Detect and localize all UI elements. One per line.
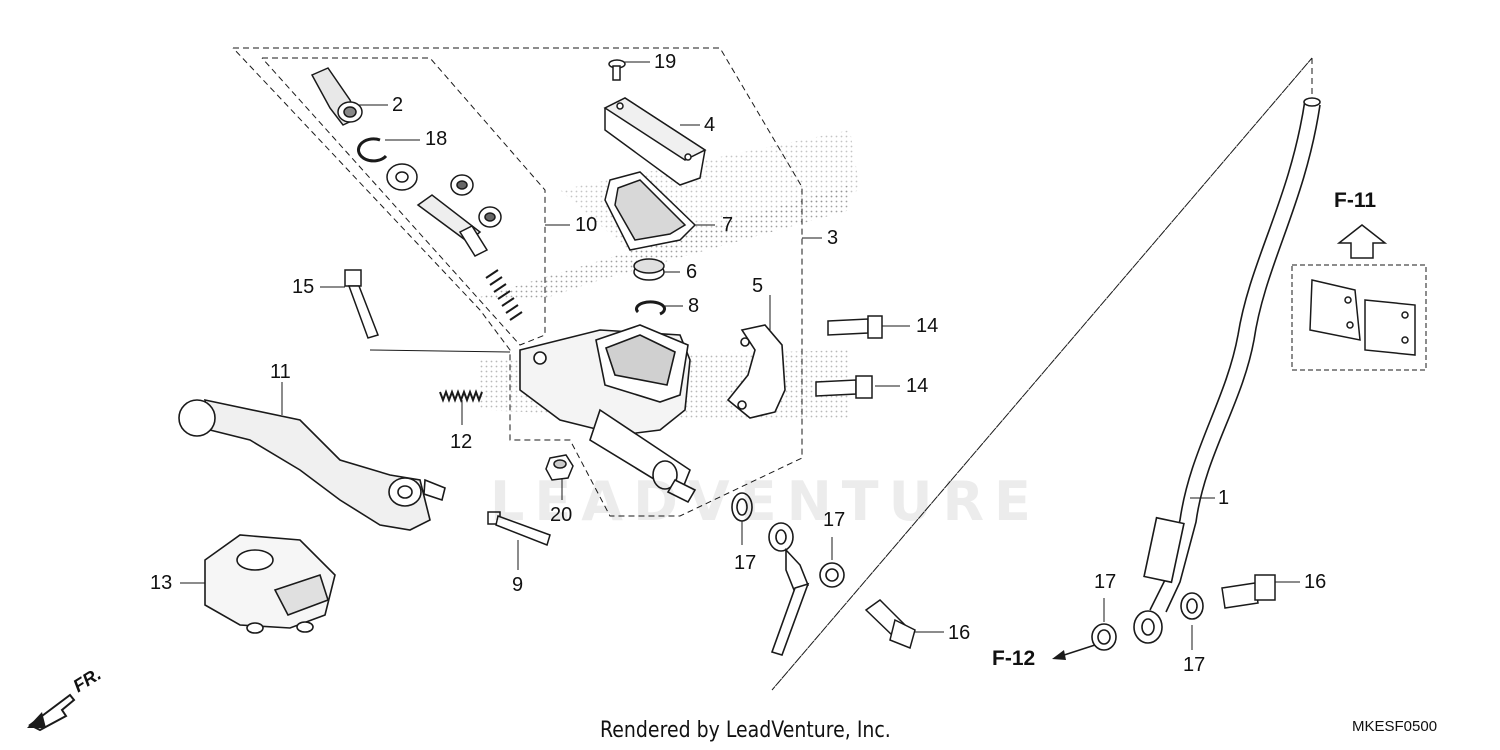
part-9-pivot-bolt[interactable]	[487, 511, 551, 546]
part-16-bolt[interactable]	[1221, 574, 1276, 609]
callout-19[interactable]: 19	[654, 51, 677, 73]
callout-5[interactable]: 5	[752, 275, 764, 297]
callout-7[interactable]: 7	[722, 214, 734, 236]
callout-20[interactable]: 20	[550, 504, 573, 526]
ref-f12[interactable]: F-12	[992, 647, 1036, 670]
part-12-spring[interactable]	[439, 389, 483, 403]
footer-credit: Rendered by LeadVenture, Inc.	[600, 718, 891, 743]
ref-f11[interactable]: F-11	[1334, 189, 1377, 212]
group-f11-box	[1291, 264, 1427, 371]
part-8-circlip[interactable]	[635, 300, 666, 316]
callout-18[interactable]: 18	[425, 128, 448, 150]
callout-15[interactable]: 15	[292, 276, 315, 298]
part-17-washer[interactable]	[819, 562, 845, 588]
part-1-brake-hose[interactable]	[1133, 97, 1321, 644]
callout-12[interactable]: 12	[450, 431, 473, 453]
f11-clip	[1309, 279, 1416, 356]
callout-2[interactable]: 2	[392, 94, 404, 116]
part-19-screw[interactable]	[608, 59, 626, 81]
callout-16[interactable]: 16	[1304, 571, 1327, 593]
diagram-code: MKESF0500	[1352, 718, 1438, 735]
callout-17[interactable]: 17	[823, 509, 846, 531]
part-20-nut[interactable]	[545, 454, 574, 481]
callout-6[interactable]: 6	[686, 261, 698, 283]
piston-seal	[450, 174, 502, 228]
callout-17[interactable]: 17	[1183, 654, 1206, 676]
up-arrow-icon	[1336, 224, 1388, 259]
part-4-cap[interactable]	[603, 97, 707, 186]
part-17-washer[interactable]	[1091, 623, 1117, 651]
watermark: LEADVENTURE	[490, 470, 1041, 533]
callout-14[interactable]: 14	[906, 375, 929, 397]
washer	[386, 163, 418, 191]
callout-3[interactable]: 3	[827, 227, 839, 249]
spring	[485, 269, 523, 321]
piston	[416, 194, 489, 257]
part-15-bolt[interactable]	[344, 269, 379, 339]
part-16-bolt[interactable]	[864, 599, 916, 650]
part-17-washer[interactable]	[1180, 592, 1204, 620]
part-14-bolt[interactable]	[827, 315, 883, 339]
group-10-outline	[261, 57, 546, 346]
callout-17[interactable]: 17	[734, 552, 757, 574]
part-18-circlip[interactable]	[357, 137, 388, 163]
callout-10[interactable]: 10	[575, 214, 598, 236]
part-14-bolt[interactable]	[815, 375, 873, 399]
callout-4[interactable]: 4	[704, 114, 716, 136]
ref-arrow-icon	[1052, 644, 1096, 660]
callout-8[interactable]: 8	[688, 295, 700, 317]
callout-9[interactable]: 9	[512, 574, 524, 596]
callout-13[interactable]: 13	[150, 572, 173, 594]
group-3-outline	[232, 47, 803, 517]
callout-1[interactable]: 1	[1218, 487, 1230, 509]
part-5-holder[interactable]	[726, 324, 786, 419]
part-6-float[interactable]	[633, 258, 665, 281]
part-2-boot[interactable]	[310, 67, 363, 126]
callout-17[interactable]: 17	[1094, 571, 1117, 593]
part-11-lever[interactable]	[178, 398, 446, 531]
part-7-plate[interactable]	[604, 171, 697, 251]
part-13-cover[interactable]	[204, 534, 336, 634]
callout-11[interactable]: 11	[270, 361, 291, 383]
part-17-washer[interactable]	[731, 492, 753, 522]
callout-14[interactable]: 14	[916, 315, 939, 337]
hose-group-outline	[771, 57, 1313, 691]
callout-16[interactable]: 16	[948, 622, 971, 644]
part-3-master-cylinder[interactable]	[519, 324, 697, 504]
front-arrow-icon	[27, 693, 76, 732]
banjo-fitting	[768, 522, 810, 656]
